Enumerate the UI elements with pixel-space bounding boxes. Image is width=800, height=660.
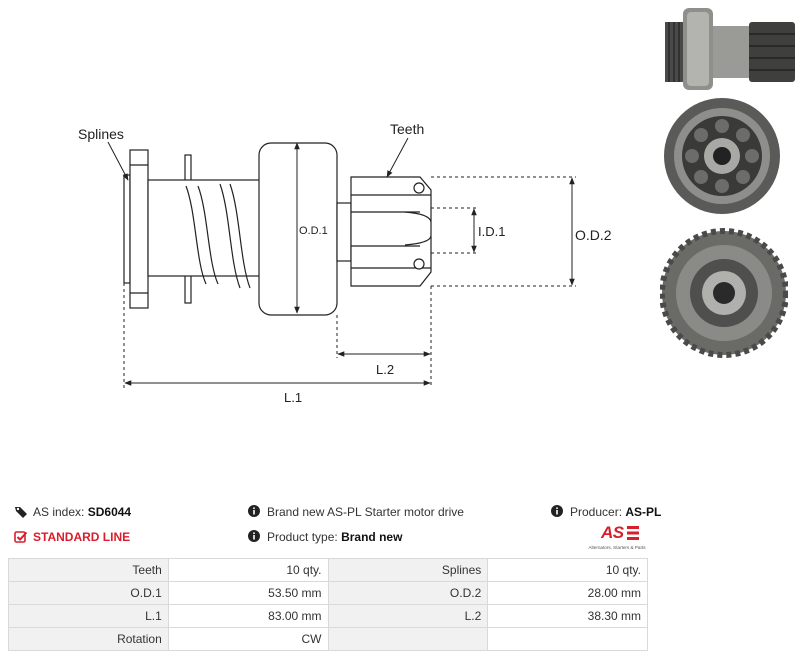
id1-label: I.D.1 xyxy=(478,224,505,239)
spec-label: Teeth xyxy=(8,558,169,582)
standard-line-label: STANDARD LINE xyxy=(33,530,131,544)
spec-label xyxy=(327,627,489,651)
spec-value: CW xyxy=(167,627,329,651)
checkbox-check-icon xyxy=(14,530,28,544)
spec-value: 10 qty. xyxy=(487,558,648,582)
l2-label: L.2 xyxy=(376,362,394,377)
od1-label: O.D.1 xyxy=(299,225,328,237)
hub xyxy=(147,179,261,277)
table-row: L.1 83.00 mm L.2 38.30 mm xyxy=(8,604,648,628)
specs-table: Teeth 10 qty. Splines 10 qty. O.D.1 53.5… xyxy=(8,558,648,651)
logo-tagline: Alternators, Starters & Parts xyxy=(588,545,646,550)
product-type-label: Product type: xyxy=(267,530,338,544)
as-index-row: AS index: SD6044 xyxy=(14,505,131,519)
flange-left xyxy=(129,149,149,309)
spec-value: 10 qty. xyxy=(167,558,329,582)
as-pl-logo: AS Alternators, Starters & Parts xyxy=(583,523,651,555)
table-row: O.D.1 53.50 mm O.D.2 28.00 mm xyxy=(8,581,648,605)
logo-mark: AS xyxy=(601,523,624,542)
info-icon xyxy=(248,530,262,544)
producer-row: Producer: AS-PL xyxy=(551,505,661,519)
l1-label: L.1 xyxy=(284,390,302,405)
teeth-leader xyxy=(386,137,409,178)
description-row: Brand new AS-PL Starter motor drive xyxy=(248,505,464,519)
as-index-value: SD6044 xyxy=(87,505,132,519)
spec-label: L.1 xyxy=(8,604,169,628)
spring xyxy=(185,183,251,289)
description-text: Brand new AS-PL Starter motor drive xyxy=(267,505,464,519)
producer-label: Producer: xyxy=(570,505,623,519)
table-row: Rotation CW xyxy=(8,627,648,651)
producer-value: AS-PL xyxy=(625,505,662,519)
table-row: Teeth 10 qty. Splines 10 qty. xyxy=(8,558,648,582)
pinion-teeth xyxy=(350,176,432,287)
spec-value: 83.00 mm xyxy=(167,604,329,628)
shaft xyxy=(336,202,352,262)
product-photo-rear xyxy=(660,228,788,358)
standard-line-row: STANDARD LINE xyxy=(14,530,130,544)
splines-leader xyxy=(107,141,129,181)
product-photo-side xyxy=(665,8,795,90)
spec-label: O.D.2 xyxy=(327,581,489,605)
spec-value: 28.00 mm xyxy=(487,581,648,605)
splines-label: Splines xyxy=(78,126,124,142)
splines-plate xyxy=(123,174,131,284)
as-index-label: AS index: xyxy=(33,505,85,519)
spec-label: L.2 xyxy=(327,604,489,628)
product-photo-front xyxy=(664,98,780,214)
product-type-value: Brand new xyxy=(341,530,403,544)
spec-value xyxy=(487,627,648,651)
product-type-row: Product type: Brand new xyxy=(248,530,402,544)
od2-label: O.D.2 xyxy=(575,227,612,243)
teeth-label: Teeth xyxy=(390,121,424,137)
spec-label: Splines xyxy=(327,558,489,582)
spec-label: Rotation xyxy=(8,627,169,651)
info-icon xyxy=(248,505,262,519)
info-icon xyxy=(551,505,565,519)
technical-drawing: Splines Teeth O.D.1 I.D.1 O.D.2 L.2 L.1 xyxy=(78,121,612,405)
spec-value: 53.50 mm xyxy=(167,581,329,605)
tag-icon xyxy=(14,505,28,519)
spec-label: O.D.1 xyxy=(8,581,169,605)
spec-value: 38.30 mm xyxy=(487,604,648,628)
